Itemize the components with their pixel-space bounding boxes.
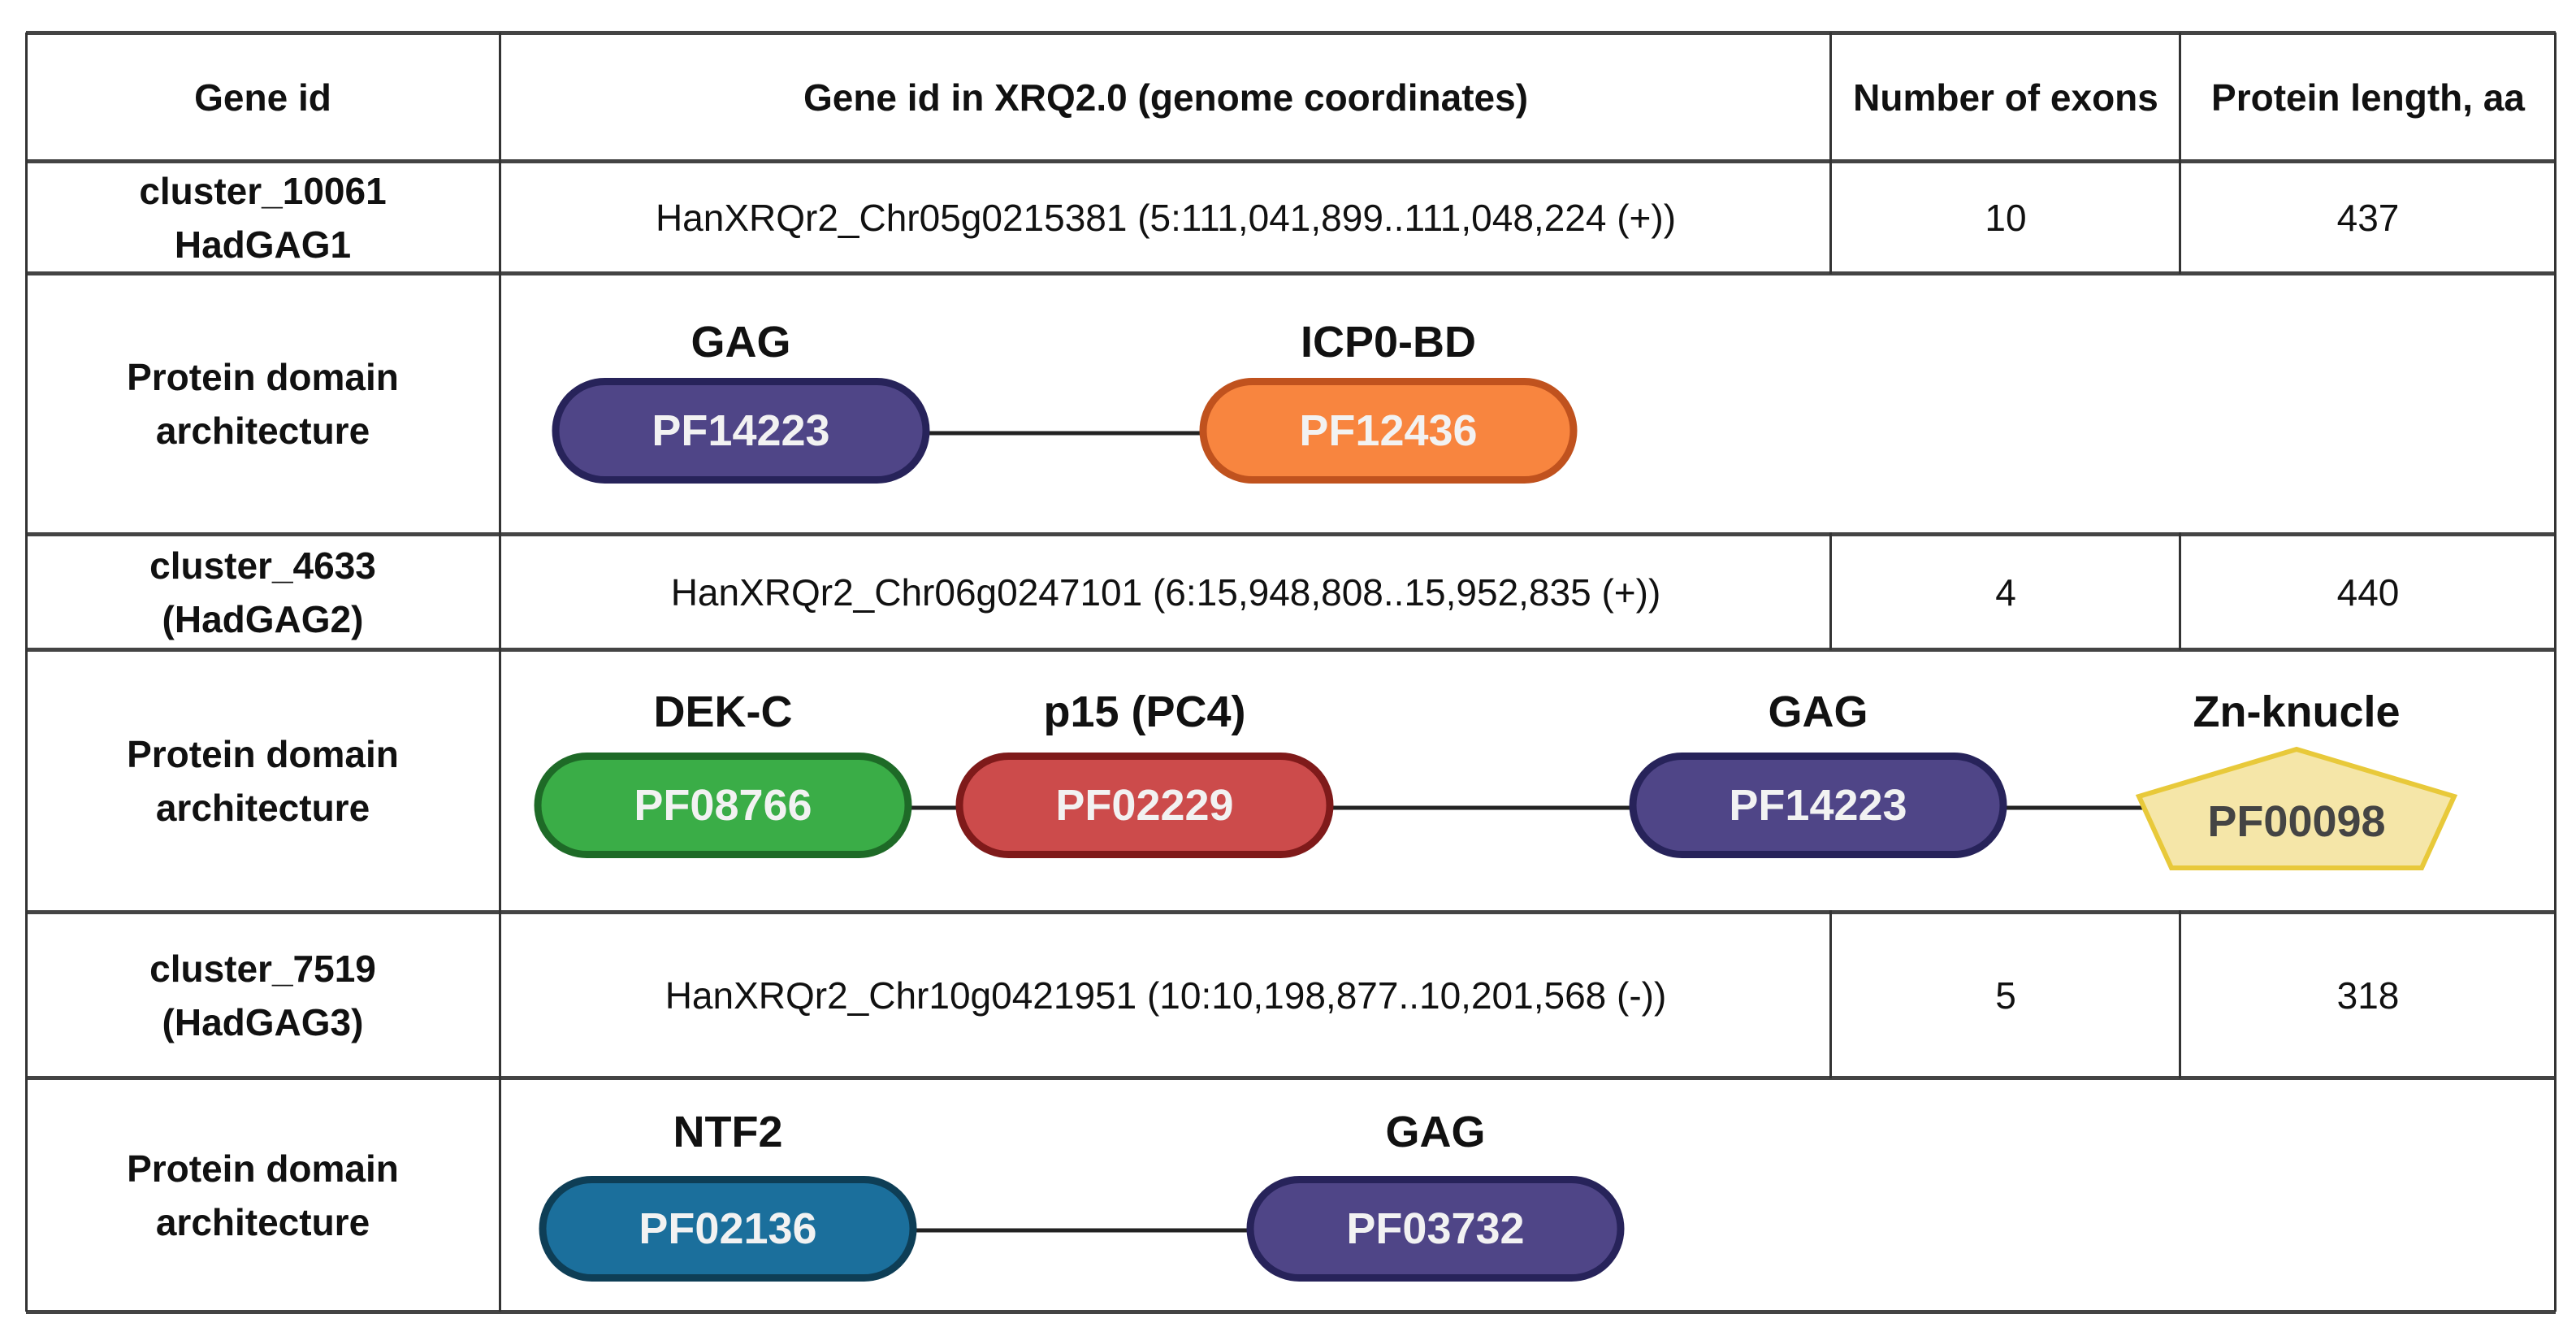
column-divider [1829,33,1832,274]
architecture-label-line: Protein domain [127,356,399,398]
gene-cluster-id: cluster_7519 [149,948,376,990]
domain-pill: PF02229 [955,753,1334,858]
gene-id-cell: cluster_4633 (HadGAG2) [26,536,500,649]
exon-count: 4 [1995,571,2016,614]
pentagon-shape [2135,746,2458,870]
column-divider [2179,910,2181,1078]
architecture-label-line: architecture [155,787,370,829]
architecture-label-line: Protein domain [127,733,399,775]
domain-pfam: PF00098 [2207,797,2386,846]
row-divider [26,1076,2556,1080]
row-divider [26,159,2556,163]
protein-length: 318 [2336,974,2400,1017]
domain-name: NTF2 [673,1108,783,1156]
domain-pill: PF03732 [1246,1176,1625,1282]
xrq-id: HanXRQr2_Chr05g0215381 (5:111,041,899..1… [655,196,1677,239]
row-divider [26,271,2556,275]
xrq-id: HanXRQr2_Chr06g0247101 (6:15,948,808..15… [670,571,1661,614]
protein-length: 440 [2336,571,2400,614]
domain-name: GAG [1385,1108,1486,1156]
exon-count: 5 [1995,974,2016,1017]
table-border-left [25,33,28,1312]
domain-pill: PF14223 [552,378,930,484]
domain-name: p15 (PC4) [1043,688,1246,736]
architecture-label: Protein domain architecture [26,275,500,533]
domain-pentagon: PF00098 [2134,746,2459,871]
exon-count: 10 [1985,196,2027,239]
column-divider [2179,33,2181,274]
architecture-label: Protein domain architecture [26,1079,500,1311]
gene-cluster-id: cluster_4633 [149,544,376,587]
column-divider [2179,532,2181,650]
table-border-bottom [26,1310,2556,1314]
domain-linker [910,805,2177,810]
column-divider [499,33,501,1312]
architecture-label: Protein domain architecture [26,651,500,911]
gene-name: (HadGAG2) [162,598,364,640]
header-exons: Number of exons [1853,76,2158,119]
architecture-label-line: architecture [155,1200,370,1243]
row-divider [26,910,2556,914]
gene-id-cell: cluster_7519 (HadGAG3) [26,913,500,1078]
domain-name: DEK-C [653,688,793,736]
domain-pill: PF08766 [534,753,912,858]
column-divider [1829,532,1832,650]
xrq-id: HanXRQr2_Chr10g0421951 (10:10,198,877..1… [665,974,1667,1017]
domain-pill: PF12436 [1199,378,1578,484]
header-length: Protein length, aa [2211,76,2525,119]
row-divider [26,648,2556,652]
table-border-top [26,31,2556,35]
domain-linker [926,431,1202,436]
architecture-label-line: architecture [155,410,370,452]
domain-pill: PF02136 [539,1176,917,1282]
domain-name: GAG [691,318,791,367]
protein-length: 437 [2336,196,2400,239]
domain-pill: PF14223 [1629,753,2007,858]
table-border-right [2554,33,2557,1312]
header-xrq: Gene id in XRQ2.0 (genome coordinates) [803,76,1529,119]
row-divider [26,532,2556,536]
gene-id-cell: cluster_10061 HadGAG1 [26,163,500,272]
domain-name: GAG [1768,688,1868,736]
header-gene-id: Gene id [194,76,331,119]
gene-cluster-id: cluster_10061 [139,169,387,212]
architecture-label-line: Protein domain [127,1147,399,1190]
gene-name: HadGAG1 [174,223,352,266]
gene-name: (HadGAG3) [162,1001,364,1043]
domain-name: Zn-knucle [2193,688,2401,736]
column-divider [1829,910,1832,1078]
domain-linker [910,1228,1267,1233]
domain-name: ICP0-BD [1300,318,1477,367]
